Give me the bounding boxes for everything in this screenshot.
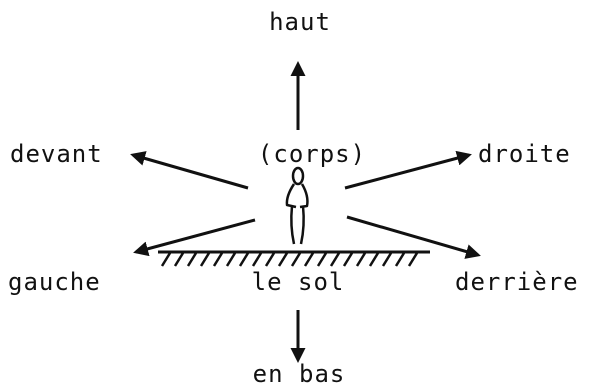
ground-hatch-tick bbox=[368, 252, 380, 267]
ground-hatch-tick bbox=[186, 252, 198, 267]
arrow-gauche bbox=[133, 218, 256, 257]
arrow-droite bbox=[344, 150, 472, 190]
ground-hatch-tick bbox=[355, 252, 367, 267]
ground-hatching bbox=[158, 250, 430, 267]
ground-hatch-tick bbox=[394, 252, 406, 267]
ground-hatch-tick bbox=[316, 252, 328, 267]
ground-hatch-tick bbox=[407, 252, 419, 267]
ground-hatch-tick bbox=[342, 252, 354, 267]
ground-hatch-tick bbox=[251, 252, 263, 267]
ground-hatch-tick bbox=[329, 252, 341, 267]
label-gauche: gauche bbox=[8, 268, 101, 296]
label-le-sol: le sol bbox=[252, 268, 345, 296]
label-en-bas: en bas bbox=[253, 360, 346, 388]
body-figure-icon bbox=[285, 166, 309, 245]
ground-hatch-tick bbox=[212, 252, 224, 267]
label-derriere: derrière bbox=[455, 268, 579, 296]
ground-hatch-tick bbox=[303, 252, 315, 267]
ground-hatch-tick bbox=[173, 252, 185, 267]
ground-hatch-tick bbox=[290, 252, 302, 267]
ground-hatch-tick bbox=[199, 252, 211, 267]
label-haut: haut bbox=[269, 8, 331, 36]
ground-hatch-tick bbox=[238, 252, 250, 267]
ground-hatch-tick bbox=[160, 252, 172, 267]
ground-hatch-tick bbox=[381, 252, 393, 267]
label-corps: (corps) bbox=[258, 140, 366, 168]
arrow-devant bbox=[130, 151, 249, 190]
label-devant: devant bbox=[10, 140, 103, 168]
arrow-derriere bbox=[346, 215, 481, 259]
ground-hatch-tick bbox=[225, 252, 237, 267]
ground-hatch-tick bbox=[277, 252, 289, 267]
ground-hatch-tick bbox=[264, 252, 276, 267]
label-droite: droite bbox=[478, 140, 571, 168]
